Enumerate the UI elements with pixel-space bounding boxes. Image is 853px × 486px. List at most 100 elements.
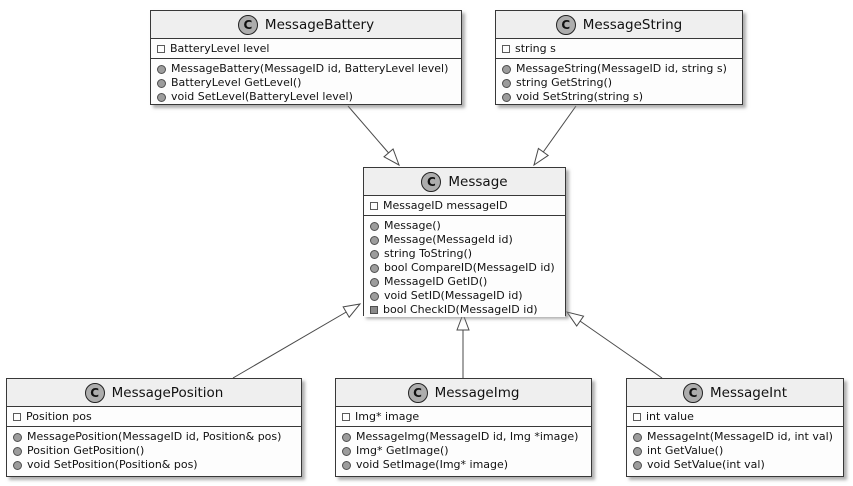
field-icon (157, 45, 165, 53)
class-message: C Message MessageID messageID Message() … (363, 167, 566, 317)
fields-compartment: Img* image (336, 407, 591, 427)
class-icon: C (84, 382, 105, 403)
class-message-battery: C MessageBattery BatteryLevel level Mess… (150, 10, 462, 105)
method-text: string GetString() (516, 76, 613, 89)
public-method-icon (370, 221, 379, 231)
class-icon: C (421, 171, 442, 192)
method-row: MessageBattery(MessageID id, BatteryLeve… (157, 62, 455, 76)
public-method-icon (370, 277, 379, 287)
method-text: BatteryLevel GetLevel() (171, 76, 302, 89)
field-text: int value (646, 410, 694, 423)
field-icon (342, 413, 350, 421)
class-name: MessageInt (710, 384, 787, 401)
field-row: Position pos (13, 410, 295, 424)
method-text: void SetString(string s) (516, 90, 644, 103)
fields-compartment: string s (496, 39, 742, 59)
public-method-icon (370, 263, 379, 273)
public-method-icon (157, 92, 166, 102)
method-row: MessageImg(MessageID id, Img *image) (342, 430, 585, 444)
method-text: MessageID GetID() (384, 275, 488, 288)
class-title-bar: C Message (364, 168, 565, 196)
method-text: MessageInt(MessageID id, int val) (647, 430, 833, 443)
method-text: int GetValue() (647, 444, 724, 457)
method-row: void SetPosition(Position& pos) (13, 458, 295, 472)
method-text: void SetValue(int val) (647, 458, 765, 471)
class-icon: C (555, 14, 576, 35)
class-message-int: C MessageInt int value MessageInt(Messag… (626, 378, 844, 477)
private-method-icon (370, 306, 378, 314)
field-text: MessageID messageID (383, 199, 508, 212)
class-name: MessagePosition (111, 384, 224, 401)
method-row: void SetValue(int val) (633, 458, 837, 472)
public-method-icon (370, 235, 379, 245)
class-name: MessageImg (434, 384, 520, 401)
field-icon (370, 202, 378, 210)
method-row: Position GetPosition() (13, 444, 295, 458)
inheritance-edge-messageposition (232, 303, 362, 379)
field-row: MessageID messageID (370, 199, 559, 213)
class-title-bar: C MessageString (496, 11, 742, 39)
fields-compartment: BatteryLevel level (151, 39, 461, 59)
method-row: MessageInt(MessageID id, int val) (633, 430, 837, 444)
methods-compartment: MessagePosition(MessageID id, Position& … (7, 427, 301, 472)
method-row: void SetImage(Img* image) (342, 458, 585, 472)
inheritance-edge-messagestring (533, 105, 577, 167)
method-text: string ToString() (384, 247, 473, 260)
methods-compartment: MessageString(MessageID id, string s) st… (496, 59, 742, 104)
method-row: MessagePosition(MessageID id, Position& … (13, 430, 295, 444)
method-text: bool CompareID(MessageID id) (384, 261, 555, 274)
method-text: bool CheckID(MessageID id) (383, 303, 538, 316)
method-row: string ToString() (370, 247, 559, 261)
field-row: Img* image (342, 410, 585, 424)
public-method-icon (342, 432, 351, 442)
public-method-icon (157, 78, 166, 88)
public-method-icon (13, 460, 22, 470)
field-icon (633, 413, 641, 421)
method-row: Img* GetImage() (342, 444, 585, 458)
method-text: Message(MessageId id) (384, 233, 513, 246)
public-method-icon (342, 446, 351, 456)
method-text: void SetID(MessageID id) (384, 289, 523, 302)
method-row: MessageString(MessageID id, string s) (502, 62, 736, 76)
method-row: BatteryLevel GetLevel() (157, 76, 455, 90)
methods-compartment: MessageImg(MessageID id, Img *image) Img… (336, 427, 591, 472)
class-name: Message (448, 173, 508, 190)
public-method-icon (502, 64, 511, 74)
public-method-icon (13, 432, 22, 442)
class-icon: C (407, 382, 428, 403)
method-row: MessageID GetID() (370, 275, 559, 289)
method-text: void SetPosition(Position& pos) (27, 458, 198, 471)
public-method-icon (13, 446, 22, 456)
field-row: int value (633, 410, 837, 424)
public-method-icon (370, 249, 379, 259)
field-icon (13, 413, 21, 421)
method-row: int GetValue() (633, 444, 837, 458)
class-message-string: C MessageString string s MessageString(M… (495, 10, 743, 105)
method-text: Position GetPosition() (27, 444, 145, 457)
method-row: void SetLevel(BatteryLevel level) (157, 90, 455, 104)
method-text: MessageString(MessageID id, string s) (516, 62, 727, 75)
class-title-bar: C MessagePosition (7, 379, 301, 407)
method-text: Message() (384, 219, 441, 232)
class-title-bar: C MessageBattery (151, 11, 461, 39)
public-method-icon (633, 446, 642, 456)
inheritance-edge-messageint (565, 311, 663, 379)
method-row: string GetString() (502, 76, 736, 90)
public-method-icon (342, 460, 351, 470)
class-name: MessageString (582, 16, 683, 33)
class-message-img: C MessageImg Img* image MessageImg(Messa… (335, 378, 592, 477)
inheritance-edge-messagebattery (347, 105, 400, 167)
field-text: Img* image (355, 410, 420, 423)
methods-compartment: Message() Message(MessageId id) string T… (364, 216, 565, 317)
class-message-position: C MessagePosition Position pos MessagePo… (6, 378, 302, 477)
public-method-icon (633, 432, 642, 442)
method-text: MessageBattery(MessageID id, BatteryLeve… (171, 62, 449, 75)
fields-compartment: int value (627, 407, 843, 427)
fields-compartment: MessageID messageID (364, 196, 565, 216)
method-row: bool CheckID(MessageID id) (370, 303, 559, 317)
class-name: MessageBattery (264, 16, 375, 33)
method-text: MessagePosition(MessageID id, Position& … (27, 430, 282, 443)
field-row: string s (502, 42, 736, 56)
method-text: MessageImg(MessageID id, Img *image) (356, 430, 579, 443)
